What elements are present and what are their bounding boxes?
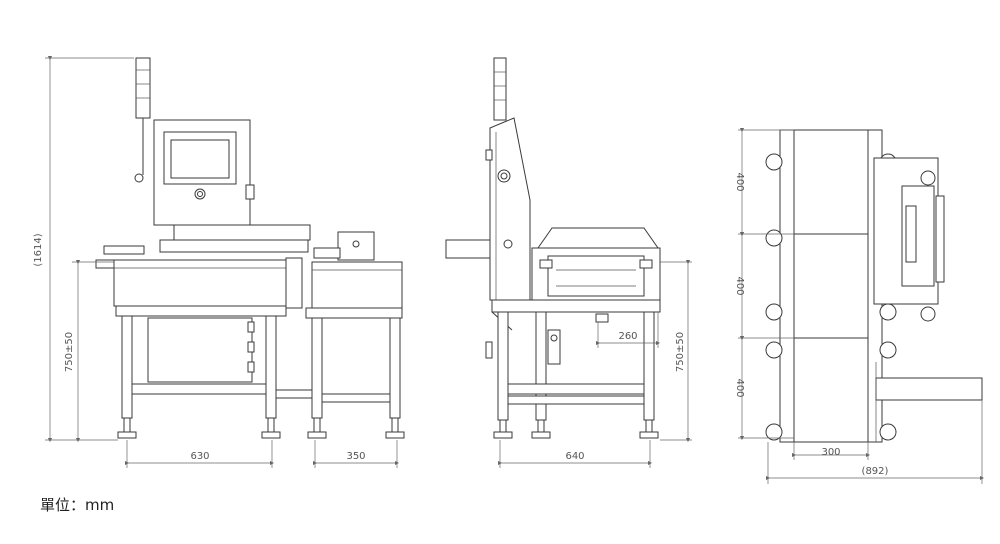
unit-label: 單位：mm	[40, 496, 115, 514]
dim-overall-width: (892)	[862, 466, 889, 477]
dim-section-2: 400	[734, 276, 745, 295]
side-arm	[445, 239, 491, 259]
signal-tower	[493, 57, 507, 121]
dim-belt-width: 300	[821, 447, 840, 458]
leg	[643, 311, 655, 421]
top-view: 400 400 400 300 (892)	[734, 127, 985, 484]
reject-chute	[875, 377, 983, 401]
touch-screen	[163, 131, 237, 185]
leg	[389, 317, 401, 419]
weigh-hood	[173, 224, 311, 241]
main-conveyor	[113, 259, 287, 307]
dim-overall-height: (1614)	[33, 233, 44, 266]
leg	[497, 311, 509, 421]
belt-section-1	[793, 129, 869, 235]
dim-belt-offset: 260	[618, 331, 637, 342]
leg	[121, 315, 133, 419]
dim-width-outfeed: 350	[346, 451, 365, 462]
belt-section-3	[793, 337, 869, 443]
reject-box	[337, 231, 375, 261]
dim-section-3: 400	[734, 378, 745, 397]
outfeed-conveyor	[311, 261, 403, 309]
leg	[265, 315, 277, 419]
hood-profile	[537, 227, 659, 249]
signal-tower	[135, 57, 151, 119]
dim-conveyor-height-side: 750±50	[675, 332, 686, 372]
leg	[311, 317, 323, 419]
power-switch-icon	[194, 188, 206, 200]
front-view: (1614) 750±50 630 350	[33, 55, 405, 468]
side-view: 260 750±50 640	[445, 57, 692, 468]
table-top	[491, 299, 661, 313]
dim-depth: 640	[565, 451, 584, 462]
dim-conveyor-height-front: 750±50	[64, 332, 75, 372]
dim-section-1: 400	[734, 172, 745, 191]
cabinet-side	[489, 117, 531, 301]
dim-width-main: 630	[190, 451, 209, 462]
belt-section-2	[793, 233, 869, 339]
